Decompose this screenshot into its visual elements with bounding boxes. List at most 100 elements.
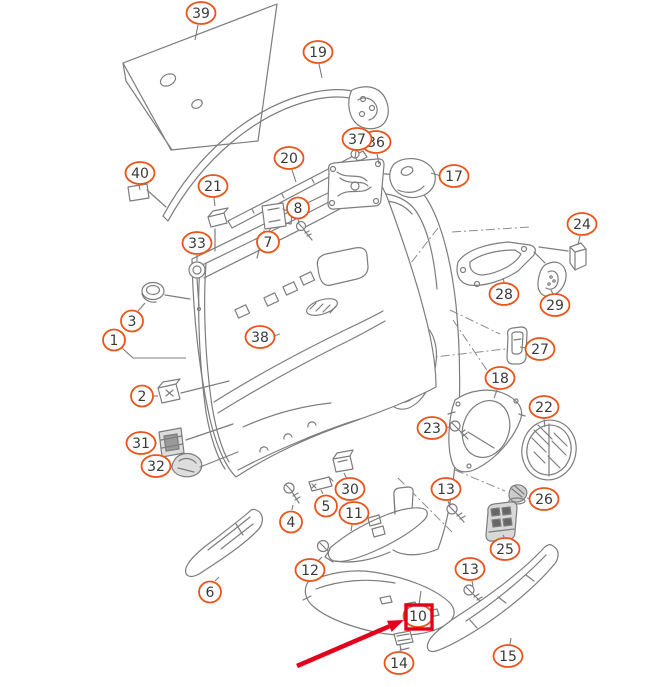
part-grommet-3 <box>141 281 191 303</box>
leader-line-14 <box>399 647 402 652</box>
svg-text:31: 31 <box>132 436 150 452</box>
svg-text:14: 14 <box>390 656 408 672</box>
leader-line-4 <box>291 504 294 511</box>
callout-3[interactable]: 3 <box>120 309 144 333</box>
leader-line-10 <box>418 590 422 606</box>
leader-line-39 <box>194 24 199 41</box>
part-cap-24 <box>569 242 587 271</box>
callout-8[interactable]: 8 <box>286 196 310 220</box>
leader-line-25 <box>502 534 505 538</box>
part-screw-13-lower <box>463 584 483 603</box>
callout-39[interactable]: 39 <box>185 1 217 25</box>
svg-text:38: 38 <box>251 330 269 346</box>
callout-6[interactable]: 6 <box>198 580 222 604</box>
callout-37[interactable]: 37 <box>341 127 373 151</box>
callout-28[interactable]: 28 <box>488 282 520 306</box>
svg-text:3: 3 <box>128 314 137 330</box>
part-plate-5 <box>308 476 334 492</box>
leader-line-11 <box>350 524 353 532</box>
callout-27[interactable]: 27 <box>524 337 556 361</box>
part-screw-4 <box>283 482 301 504</box>
callout-19[interactable]: 19 <box>302 40 334 64</box>
svg-text:33: 33 <box>188 236 206 252</box>
leader-line-6 <box>214 576 220 582</box>
leader-line-22 <box>543 418 546 428</box>
callout-4[interactable]: 4 <box>279 510 303 534</box>
leader-line-20 <box>291 169 297 183</box>
part-window-switch-25 <box>485 501 518 542</box>
callout-2[interactable]: 2 <box>130 384 154 408</box>
part-mirror-triangle-cover <box>389 158 436 199</box>
callout-26[interactable]: 26 <box>528 487 560 511</box>
leader-line-19 <box>318 63 323 79</box>
part-door-trim-panel <box>191 172 437 478</box>
callout-22[interactable]: 22 <box>528 395 560 419</box>
callout-7[interactable]: 7 <box>256 230 280 254</box>
part-screw-13-upper <box>446 503 466 523</box>
part-switch-blank-30 <box>332 449 354 473</box>
callout-15[interactable]: 15 <box>492 644 524 668</box>
leader-line-8 <box>297 218 300 224</box>
callout-13[interactable]: 13 <box>430 477 462 501</box>
part-screw-23 <box>449 420 495 449</box>
callout-23[interactable]: 23 <box>416 416 448 440</box>
svg-text:39: 39 <box>192 6 210 22</box>
part-insulation-sheet <box>122 3 278 151</box>
svg-text:18: 18 <box>491 371 509 387</box>
svg-text:27: 27 <box>531 342 549 358</box>
leader-line-18 <box>493 389 498 399</box>
svg-text:24: 24 <box>573 217 591 233</box>
pointer-arrow-head <box>386 620 404 632</box>
svg-text:22: 22 <box>535 400 553 416</box>
callout-17[interactable]: 17 <box>438 164 470 188</box>
svg-text:20: 20 <box>280 151 298 167</box>
leader-line-36 <box>376 153 380 165</box>
callout-21[interactable]: 21 <box>197 174 229 198</box>
callout-24[interactable]: 24 <box>566 212 598 236</box>
part-door-pull-trim-6 <box>185 508 263 578</box>
part-sill-strip-15 <box>426 544 559 653</box>
part-armrest-carrier-11 <box>324 486 428 563</box>
callout-11[interactable]: 11 <box>338 501 370 525</box>
callout-31[interactable]: 31 <box>125 431 157 455</box>
callout-12[interactable]: 12 <box>294 558 326 582</box>
callout-13[interactable]: 13 <box>454 557 486 581</box>
callout-32[interactable]: 32 <box>140 454 172 478</box>
callout-20[interactable]: 20 <box>273 146 305 170</box>
callout-40[interactable]: 40 <box>124 161 156 185</box>
callout-38[interactable]: 38 <box>244 325 276 349</box>
callout-18[interactable]: 18 <box>484 366 516 390</box>
callout-33[interactable]: 33 <box>181 231 213 255</box>
svg-text:12: 12 <box>301 563 319 579</box>
callout-25[interactable]: 25 <box>489 537 521 561</box>
svg-text:13: 13 <box>437 482 455 498</box>
leader-line-1 <box>121 347 186 359</box>
svg-text:5: 5 <box>322 499 331 515</box>
part-window-frame-trim <box>162 86 389 222</box>
svg-text:17: 17 <box>445 169 463 185</box>
svg-text:15: 15 <box>499 649 517 665</box>
callout-5[interactable]: 5 <box>314 494 338 518</box>
svg-text:7: 7 <box>264 235 273 251</box>
leader-line-28 <box>502 277 505 283</box>
leader-line-7 <box>268 227 272 232</box>
leader-line-15 <box>509 637 512 645</box>
svg-text:23: 23 <box>423 421 441 437</box>
callout-10-highlighted[interactable]: 10 <box>402 604 434 628</box>
part-tweeter-sail-18 <box>447 389 526 473</box>
callout-30[interactable]: 30 <box>334 477 366 501</box>
part-door-module-36 <box>327 158 385 210</box>
highlight-box-part-10 <box>404 603 434 631</box>
leader-line-13 <box>447 500 451 507</box>
callout-14[interactable]: 14 <box>383 651 415 675</box>
svg-text:32: 32 <box>147 459 165 475</box>
callout-29[interactable]: 29 <box>539 293 571 317</box>
svg-text:26: 26 <box>535 492 553 508</box>
svg-text:21: 21 <box>204 179 222 195</box>
part-clip-40 <box>127 183 167 208</box>
svg-text:11: 11 <box>345 506 363 522</box>
callout-1[interactable]: 1 <box>102 328 126 352</box>
